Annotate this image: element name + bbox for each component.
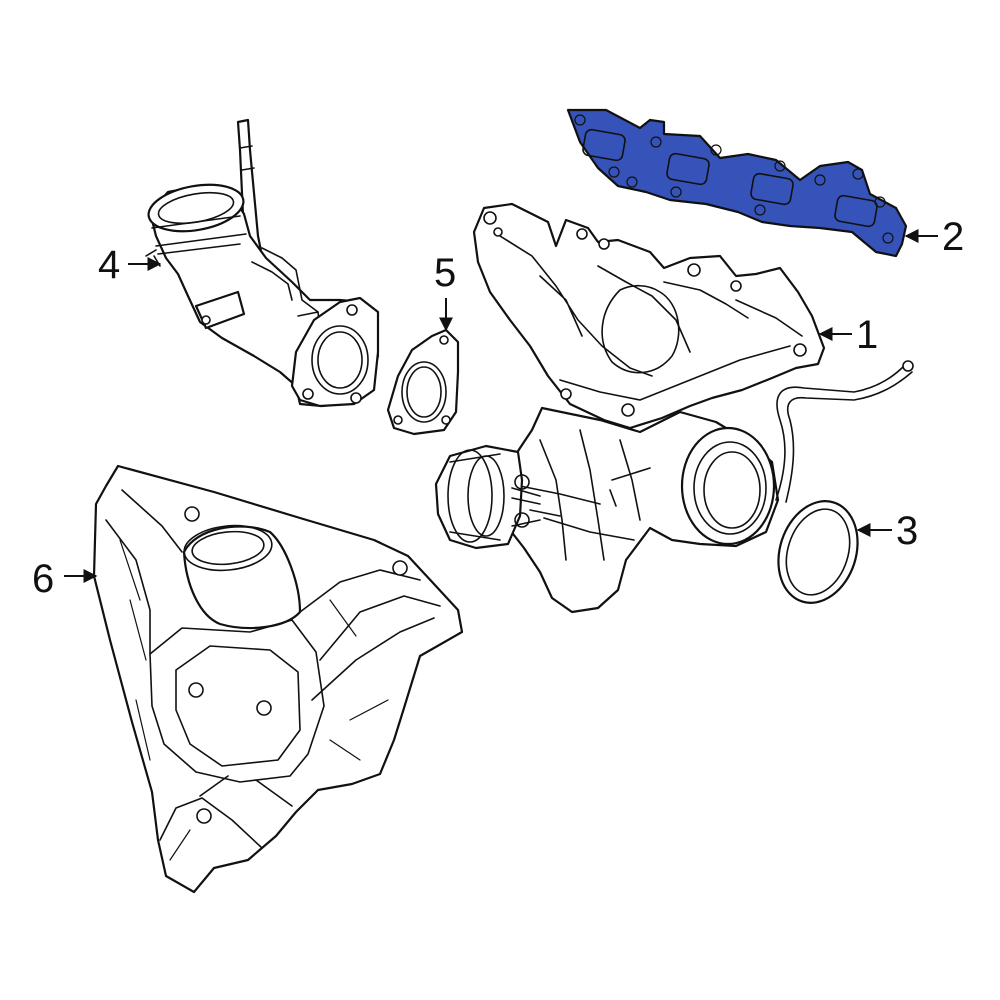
callout-5: 5 xyxy=(434,251,456,295)
callout-4: 4 xyxy=(98,243,120,287)
callout-2: 2 xyxy=(942,215,964,259)
callout-3: 3 xyxy=(896,509,918,553)
callout-leaders xyxy=(64,229,938,583)
callout-6: 6 xyxy=(32,557,54,601)
part-5-flange-gasket[interactable] xyxy=(386,328,460,436)
part-2-manifold-gasket[interactable] xyxy=(566,108,908,258)
part-4-intake-pipe[interactable] xyxy=(145,118,380,408)
gasket-2-body[interactable] xyxy=(566,108,908,258)
callout-1: 1 xyxy=(856,313,878,357)
part-6-heat-shield[interactable] xyxy=(92,464,464,894)
callout-labels: 1 2 3 4 5 6 xyxy=(32,215,964,601)
part-3-o-ring[interactable] xyxy=(766,491,870,613)
part-1-turbocharger[interactable] xyxy=(434,202,914,614)
